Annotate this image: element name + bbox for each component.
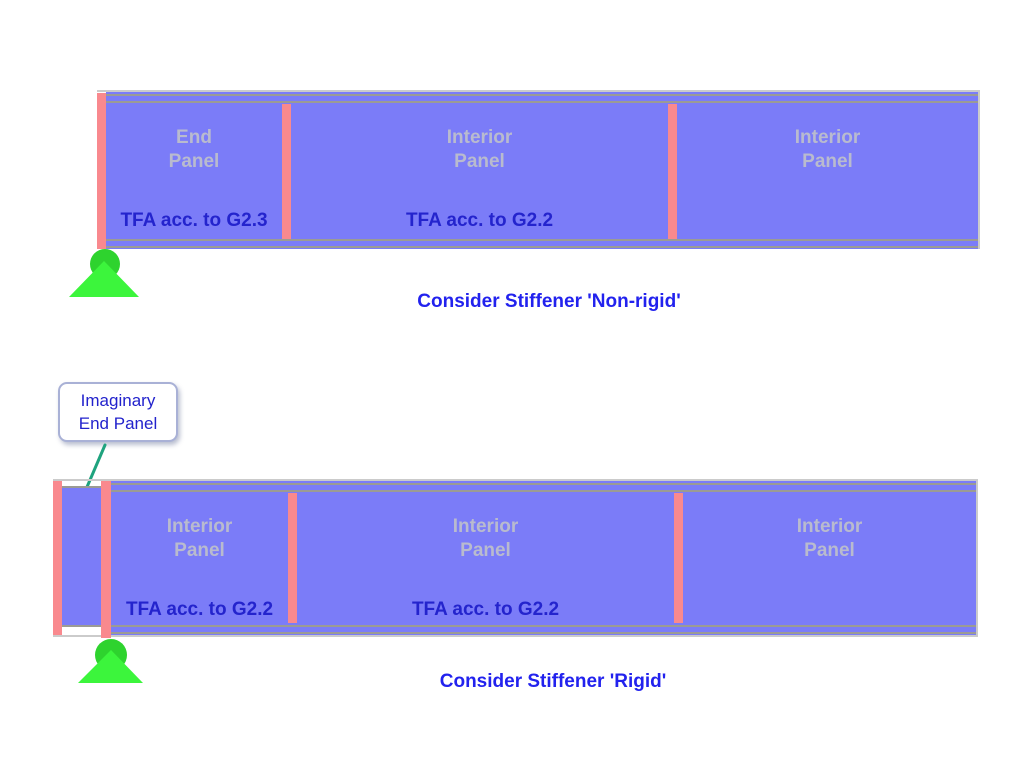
panel-label: Interior Panel bbox=[794, 127, 861, 172]
tfa-note: TFA acc. to G2.2 bbox=[405, 210, 554, 231]
panel-label: End Panel bbox=[168, 127, 220, 172]
stiffener-top-interior-2 bbox=[668, 104, 677, 239]
web-bottom-girder bbox=[111, 493, 976, 623]
stiffener-bottom-far-left bbox=[53, 481, 62, 635]
callout-line-2: End Panel bbox=[78, 414, 158, 433]
interior-panel-top-2: Interior Panel bbox=[677, 104, 978, 234]
tfa-note: TFA acc. to G2.3 bbox=[120, 210, 268, 231]
girder-bottom: Interior Panel TFA acc. to G2.2 Interior… bbox=[53, 479, 978, 638]
stiffener-top-left-end bbox=[97, 93, 106, 249]
tfa-note: TFA acc. to G2.2 bbox=[125, 599, 274, 620]
panel-label: Interior Panel bbox=[452, 516, 519, 561]
stiffener-top-interior-1 bbox=[282, 104, 291, 239]
callout-line-1: Imaginary bbox=[80, 391, 156, 410]
end-panel-top: End Panel TFA acc. to G2.3 bbox=[106, 104, 282, 234]
stiffener-bottom-interior-2 bbox=[674, 493, 683, 623]
web-top-girder bbox=[106, 104, 978, 237]
pin-support-icon bbox=[78, 639, 143, 683]
panel-label: Interior Panel bbox=[796, 516, 863, 561]
interior-panel-bottom-3: Interior Panel bbox=[683, 493, 976, 623]
stiffener-bottom-left bbox=[101, 481, 111, 638]
callout-imaginary-end-panel: Imaginary End Panel bbox=[58, 382, 178, 442]
caption-rigid: Consider Stiffener 'Rigid' bbox=[439, 671, 667, 692]
interior-panel-bottom-2: Interior Panel TFA acc. to G2.2 bbox=[297, 493, 674, 623]
bottom-flange-bottom-girder bbox=[111, 623, 976, 635]
girder-top: End Panel TFA acc. to G2.3 Interior Pane… bbox=[97, 90, 980, 249]
panel-label: Interior Panel bbox=[166, 516, 233, 561]
imaginary-end-panel-region bbox=[62, 486, 101, 627]
bottom-flange-top-girder bbox=[106, 237, 978, 249]
interior-panel-top-1: Interior Panel TFA acc. to G2.2 bbox=[291, 104, 668, 234]
caption-non-rigid: Consider Stiffener 'Non-rigid' bbox=[417, 291, 681, 312]
stiffener-bottom-interior-1 bbox=[288, 493, 297, 623]
tfa-note: TFA acc. to G2.2 bbox=[411, 599, 560, 620]
panel-label: Interior Panel bbox=[446, 127, 513, 172]
pin-support-icon bbox=[69, 249, 139, 297]
top-flange-bottom-girder bbox=[111, 481, 976, 493]
interior-panel-bottom-1: Interior Panel TFA acc. to G2.2 bbox=[111, 493, 288, 623]
top-flange-top-girder bbox=[106, 92, 978, 104]
